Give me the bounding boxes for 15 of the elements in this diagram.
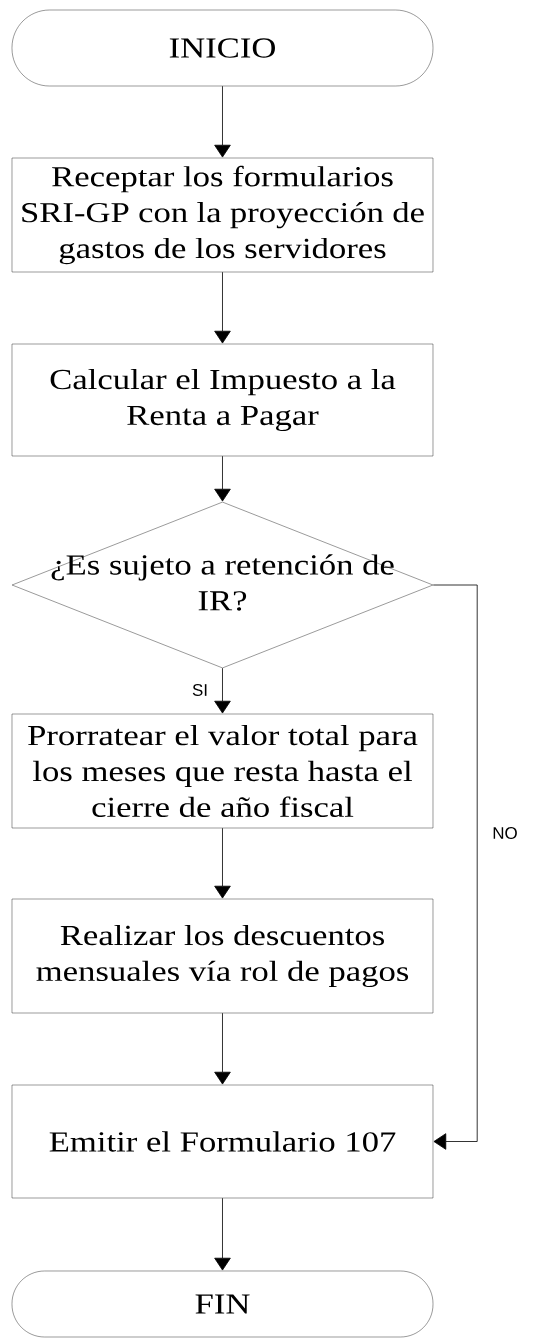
edge-label: NO (491, 826, 519, 840)
arrow (214, 455, 231, 502)
arrow (214, 667, 231, 714)
process-box: Emitir el Formulario 107 (11, 1084, 434, 1199)
process-box: Receptar los formularios SRI-GP con la proyección de gastos de los servidores (11, 157, 434, 273)
arrow (214, 1012, 231, 1085)
edge-label: SI (191, 683, 209, 697)
process-box: Calcular el Impuesto a la Renta a Pagar (11, 343, 434, 457)
process-box: Realizar los descuentos mensuales vía rol de pagos (11, 898, 434, 1014)
arrow (214, 85, 231, 158)
arrow (214, 271, 231, 344)
arrow (214, 1197, 231, 1271)
process-box: Prorratear el valor total para los meses que resta hasta el cierre de año fiscal (11, 713, 434, 829)
arrow (214, 827, 231, 899)
arrow (432, 584, 478, 1150)
